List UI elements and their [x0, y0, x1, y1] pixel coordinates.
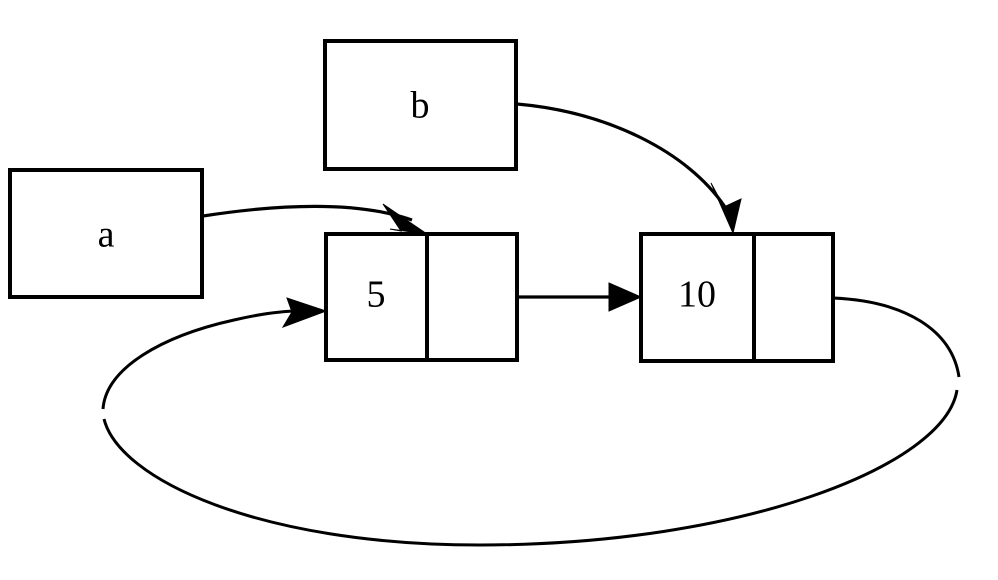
pointer-node-b-rect[interactable]: [323, 39, 518, 171]
edge-a-to-node-5: [202, 203, 428, 235]
edge-loop-segment-left: [101, 309, 301, 410]
list-node-5-value-label: 5: [367, 274, 386, 316]
list-node-10[interactable]: 10: [639, 232, 835, 363]
list-node-10-value-label: 10: [678, 274, 716, 316]
edge-b-to-node-10-arrowhead: [710, 182, 742, 235]
edge-loop-segment-right: [832, 296, 961, 378]
edge-loop-arrowhead: [281, 297, 328, 328]
edge-node-10-to-node-5-loop: [101, 296, 961, 547]
list-node-10-rect[interactable]: [639, 232, 835, 363]
list-node-5-rect[interactable]: [324, 232, 519, 362]
list-node-5[interactable]: 5: [324, 232, 519, 362]
pointer-node-b-label: b: [411, 85, 430, 127]
edge-node-5-to-node-10-arrowhead: [608, 282, 643, 312]
pointer-node-b[interactable]: b: [323, 39, 518, 171]
edge-b-to-node-10-line: [516, 102, 727, 208]
edge-a-to-node-5-arrowhead: [382, 203, 428, 235]
edge-node-5-to-node-10: [517, 282, 643, 312]
pointer-node-a[interactable]: a: [8, 168, 204, 299]
pointer-node-a-label: a: [98, 214, 115, 256]
edge-loop-segment-bottom: [102, 389, 959, 547]
pointer-node-a-rect[interactable]: [8, 168, 204, 299]
edge-b-to-node-10: [516, 102, 742, 235]
edge-a-to-node-5-line: [202, 204, 413, 222]
